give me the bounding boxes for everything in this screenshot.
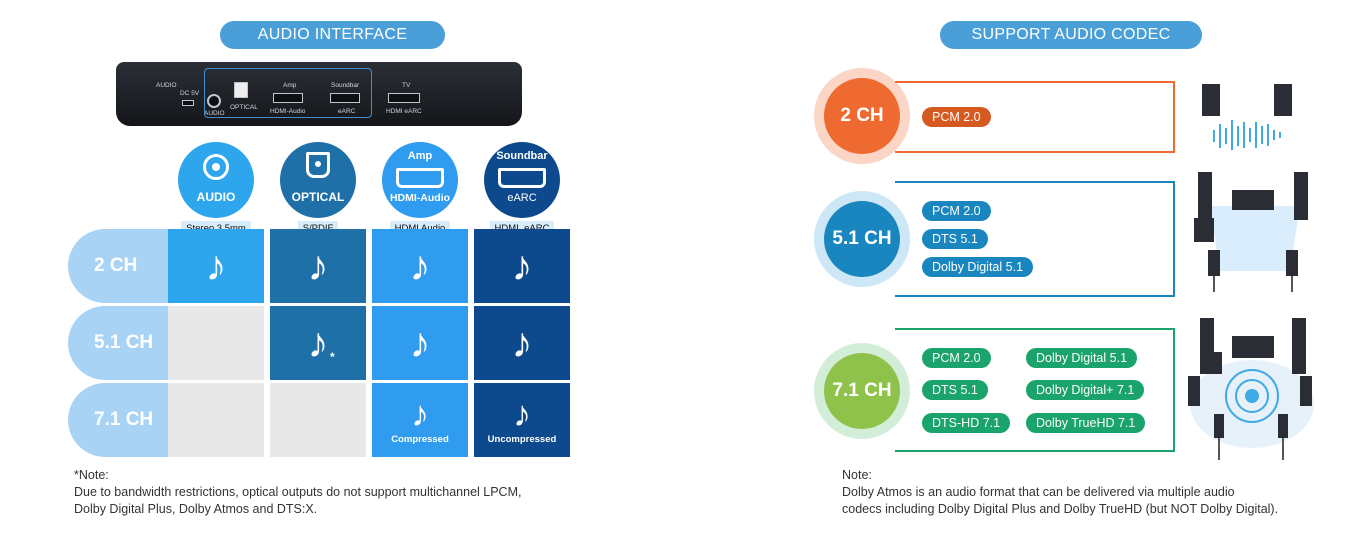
port-label-soundbar: Soundbar: [331, 82, 360, 89]
music-note-icon: ♪: [307, 242, 329, 289]
cell-5-1ch-hdmi-audio: ♪: [372, 306, 468, 380]
codec-pill: DTS 5.1: [922, 229, 988, 249]
left-note-line2: Dolby Digital Plus, Dolby Atmos and DTS:…: [74, 502, 318, 516]
cell-5-1ch-audio: [168, 306, 264, 380]
hdmi-soundbar-port-icon: [330, 93, 360, 103]
port-label-hdmi-earc: HDMI eARC: [386, 108, 422, 115]
cell-2ch-hdmi-audio: ♪: [372, 229, 468, 303]
channel-badge-inner: 7.1 CH: [824, 353, 900, 429]
codec-box-5-1ch: [895, 181, 1175, 297]
cell-2ch-earc: ♪: [474, 229, 570, 303]
cell-7-1ch-earc: ♪ Uncompressed: [474, 383, 570, 457]
port-label-tv: TV: [402, 82, 411, 89]
column-head-hdmi-audio: Amp HDMI-Audio HDMI Audio: [372, 142, 468, 236]
optical-port-icon: [234, 82, 248, 98]
cell-5-1ch-optical: ♪ *: [270, 306, 366, 380]
right-note-title: Note:: [842, 468, 872, 482]
port-label-amp: Amp: [283, 82, 297, 89]
music-note-icon: ♪: [205, 242, 227, 289]
channel-badge-inner: 2 CH: [824, 78, 900, 154]
highlighted-ports-frame: [204, 68, 372, 118]
codec-pill: Dolby TrueHD 7.1: [1026, 413, 1146, 433]
surround-5-1-speakers-icon: [1194, 172, 1308, 292]
port-label-dc: DC 5V: [180, 90, 200, 97]
support-audio-codec-title: SUPPORT AUDIO CODEC: [940, 21, 1202, 49]
codec-pill: DTS-HD 7.1: [922, 413, 1011, 433]
cell-2ch-optical: ♪: [270, 229, 366, 303]
optical-asterisk: *: [330, 350, 335, 364]
column-head-audio: AUDIO Stereo 3.5mm: [168, 142, 264, 236]
music-note-icon: ♪: [511, 242, 533, 289]
port-label-earc: eARC: [338, 108, 356, 115]
codec-pill: Dolby Digital+ 7.1: [1026, 380, 1145, 400]
audio-jack-icon: AUDIO: [178, 142, 254, 218]
right-note-line2: codecs including Dolby Digital Plus and …: [842, 502, 1279, 516]
cell-5-1ch-earc: ♪: [474, 306, 570, 380]
music-note-icon: ♪: [409, 319, 431, 366]
left-note-title: *Note:: [74, 468, 109, 482]
codec-box-2ch: [895, 81, 1175, 153]
codec-pill: PCM 2.0: [922, 348, 991, 368]
right-note: Note: Dolby Atmos is an audio format tha…: [842, 467, 1342, 518]
surround-7-1-speakers-icon: [1188, 318, 1314, 460]
audio-interface-title: AUDIO INTERFACE: [220, 21, 445, 49]
codec-box-7-1ch: [895, 328, 1175, 452]
column-name-hdmi-audio: HDMI-Audio: [389, 192, 451, 204]
channel-badge-5-1ch: 5.1 CH: [814, 191, 910, 287]
port-label-hdmi-audio: HDMI-Audio: [270, 108, 306, 115]
codec-pill: PCM 2.0: [922, 107, 991, 127]
cell-7-1ch-audio: [168, 383, 264, 457]
codec-pill: Dolby Digital 5.1: [1026, 348, 1138, 368]
port-label-audio: AUDIO: [204, 110, 225, 117]
stereo-speakers-icon: [1202, 84, 1292, 150]
left-note-line1: Due to bandwidth restrictions, optical o…: [74, 485, 522, 499]
right-note-line1: Dolby Atmos is an audio format that can …: [842, 485, 1235, 499]
cell-2ch-audio: ♪: [168, 229, 264, 303]
music-note-icon: ♪: [511, 319, 533, 366]
codec-pill: PCM 2.0: [922, 201, 991, 221]
channel-badge-2ch: 2 CH: [814, 68, 910, 164]
music-note-icon: ♪: [409, 242, 431, 289]
tv-box-rear-panel: AUDIO DC 5V AUDIO OPTICAL Amp HDMI-Audio…: [116, 62, 522, 126]
port-label-optical: OPTICAL: [230, 104, 258, 111]
hdmi-port-icon: Amp HDMI-Audio: [382, 142, 458, 218]
column-name-optical: OPTICAL: [291, 190, 345, 204]
port-label-audio-top: AUDIO: [156, 82, 177, 89]
codec-pill: DTS 5.1: [922, 380, 988, 400]
column-head-optical: OPTICAL S/PDIF: [270, 142, 366, 236]
cell-7-1ch-hdmi-audio: ♪ Compressed: [372, 383, 468, 457]
channel-badge-7-1ch: 7.1 CH: [814, 343, 910, 439]
audio-jack-port-icon: [207, 94, 221, 108]
column-name-amp: Amp: [407, 150, 433, 162]
hdmi-tv-port-icon: [388, 93, 420, 103]
column-name-audio: AUDIO: [196, 190, 236, 204]
uncompressed-caption: Uncompressed: [487, 433, 557, 445]
music-note-icon: ♪: [513, 392, 531, 434]
music-note-icon: ♪: [411, 392, 429, 434]
hdmi-port-icon: Soundbar eARC: [484, 142, 560, 218]
left-note: *Note: Due to bandwidth restrictions, op…: [74, 467, 614, 518]
column-name-earc: eARC: [507, 192, 537, 204]
hdmi-audio-port-icon: [273, 93, 303, 103]
optical-port-icon: OPTICAL: [280, 142, 356, 218]
channel-badge-inner: 5.1 CH: [824, 201, 900, 277]
codec-pill: Dolby Digital 5.1: [922, 257, 1034, 277]
column-head-earc: Soundbar eARC HDMI_eARC: [474, 142, 570, 236]
cell-7-1ch-optical: [270, 383, 366, 457]
compressed-caption: Compressed: [391, 433, 449, 445]
usb-port-icon: [182, 100, 194, 106]
column-name-soundbar: Soundbar: [496, 150, 548, 162]
music-note-icon: ♪: [307, 319, 329, 366]
